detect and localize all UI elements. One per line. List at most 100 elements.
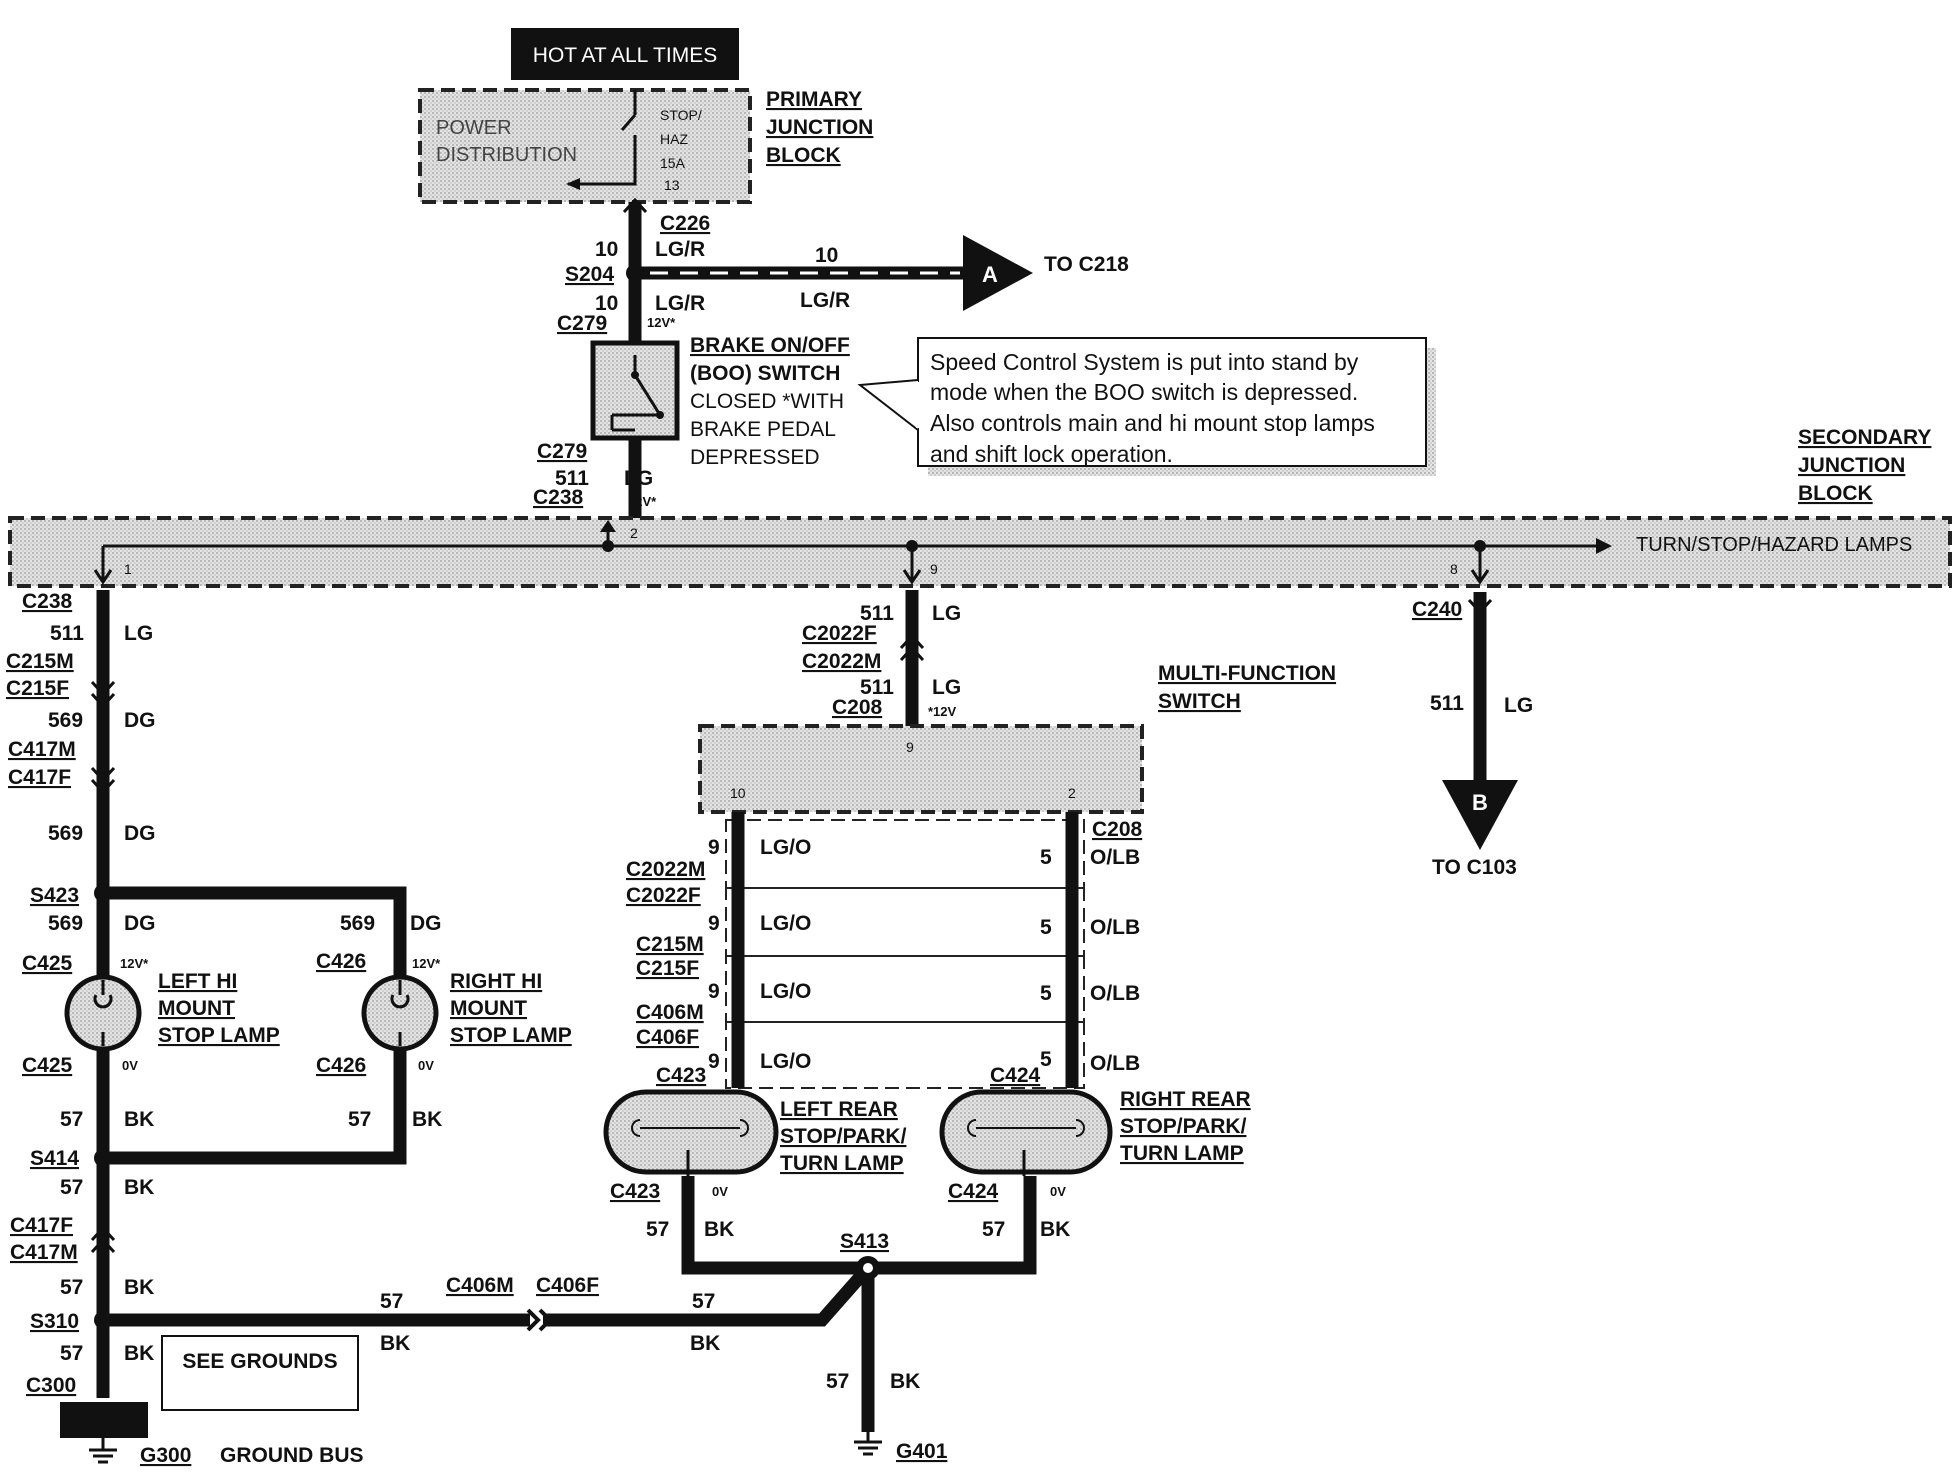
c426-voltage: 12V* [412,956,441,971]
rl-right-color-3: O/LB [1090,982,1140,1005]
left-branch: C238 511 LG C215M C215F 569 DG C417M C41… [6,590,572,1467]
connector-a-label: A [982,262,998,287]
to-c218-label: TO C218 [1044,253,1129,276]
right-hi-mount-label-2: MOUNT [450,997,527,1020]
boo-voltage: 12V* [628,494,657,509]
c417m-bottom-label: C417M [10,1241,78,1264]
left-color-bk-a: BK [124,1108,154,1131]
hot-at-all-times-label: HOT AT ALL TIMES [533,44,717,67]
left-rear-lamp [603,1089,779,1176]
rl-right-color-1: O/LB [1090,846,1140,869]
rl-circuit-57-r: 57 [982,1218,1005,1241]
multi-function-switch-box [698,724,1144,814]
c238-top-label: C238 [533,486,584,509]
c425-voltage: 12V* [120,956,149,971]
boo-switch: BRAKE ON/OFF (BOO) SWITCH CLOSED *WITH B… [533,334,850,540]
left-rear-label-3: TURN LAMP [780,1152,904,1175]
s423-label: S423 [30,884,79,907]
rl-left-conn-bottom-1: C2022F [626,884,701,907]
left-circuit-569-c: 569 [48,912,83,935]
s310-label: S310 [30,1310,79,1333]
s413-label: S413 [840,1230,889,1253]
left-circuit-569-a: 569 [48,709,83,732]
rl-left-circuit-1: 9 [708,836,720,859]
left-rear-label-1: LEFT REAR [780,1098,898,1121]
left-hi-mount-label-1: LEFT HI [158,970,237,993]
left-hi-mount-lamp [64,974,142,1052]
primary-jb-title-3: BLOCK [766,144,841,167]
callout-line-1: Speed Control System is put into stand b… [930,349,1359,375]
rl-left-conn-top-3: C406M [636,1001,704,1024]
mid-color-lg-b: LG [932,676,961,699]
right-hi-mount-label-1: RIGHT HI [450,970,542,993]
rl-right-circuit-3: 5 [1040,982,1052,1005]
c226-color: LG/R [655,238,705,261]
c424-top-label: C424 [990,1064,1041,1087]
mfs-label-2: SWITCH [1158,690,1241,713]
left-color-bk-e: BK [124,1342,154,1365]
c406m-link-label: C406M [446,1274,514,1297]
rl-right-circuit-4: 5 [1040,1048,1052,1071]
gl-color-bk-b: BK [690,1332,720,1355]
g300-ground-icon [89,1438,117,1464]
s204-label: S204 [565,263,614,286]
sjb-pin-2: 2 [630,525,638,541]
callout-line-4: and shift lock operation. [930,441,1173,467]
left-circuit-57-c: 57 [60,1176,83,1199]
hot-at-all-times-header: HOT AT ALL TIMES [511,28,739,80]
power-distribution-line-2: DISTRIBUTION [436,144,577,166]
boo-label-2: (BOO) SWITCH [690,362,840,385]
c424-bottom-voltage: 0V [1050,1184,1066,1199]
primary-jb-title-2: JUNCTION [766,116,873,139]
left-rear-label-2: STOP/PARK/ [780,1125,907,1148]
c2022f-top-label: C2022F [802,622,877,645]
c279-color: LG/R [655,292,705,315]
rl-right-circuit-1: 5 [1040,846,1052,869]
fuse-line-4: 13 [664,177,680,193]
boo-circuit: 511 [555,467,589,490]
power-distribution-line-1: POWER [436,117,512,139]
c423-bottom-label: C423 [610,1180,660,1203]
sjb-pin-1: 1 [124,561,132,577]
rl-color-bk-r: BK [1040,1218,1070,1241]
c417f-left-label: C417F [8,766,71,789]
turn-stop-hazard-label: TURN/STOP/HAZARD LAMPS [1636,534,1912,556]
rl-left-color-2: LG/O [760,912,811,935]
c423-bottom-voltage: 0V [712,1184,728,1199]
mid-circuit-511-a: 511 [860,602,894,625]
left-color-bk-b: BK [412,1108,442,1131]
mid-color-lg-a: LG [932,602,961,625]
rl-left-conn-bottom-3: C406F [636,1026,699,1049]
gl-color-bk-a: BK [380,1332,410,1355]
c279-bottom-label: C279 [537,440,587,463]
c215m-left-label: C215M [6,650,74,673]
c2022m-top-label: C2022M [802,650,881,673]
left-color-bk-d: BK [124,1276,154,1299]
c426-bottom-voltage: 0V [418,1058,434,1073]
mfs-pin-9: 9 [906,739,914,755]
boo-desc-3: DEPRESSED [690,446,820,469]
s414-label: S414 [30,1147,79,1170]
gl-circuit-57-c: 57 [826,1370,849,1393]
c425-top-label: C425 [22,952,73,975]
rl-left-color-4: LG/O [760,1050,811,1073]
c279-circuit: 10 [595,292,618,315]
sjb-pin-8: 8 [1450,561,1458,577]
rear-lamp-feeds: 9 LG/O C2022M C2022F 9 LG/O C215M C215F … [603,812,1251,1280]
c279-label: C279 [557,312,607,335]
rl-left-color-1: LG/O [760,836,811,859]
mfs-label-1: MULTI-FUNCTION [1158,662,1336,685]
c279-voltage: 12V* [647,315,676,330]
left-color-dg-a: DG [124,709,156,732]
left-color-dg-d: DG [410,912,442,935]
speed-control-callout: Speed Control System is put into stand b… [857,337,1436,476]
middle-branch: 511 LG C2022F C2022M 511 LG C208 *12V MU… [698,590,1336,841]
c300-label: C300 [26,1374,76,1397]
boo-desc-1: CLOSED *WITH [690,390,844,413]
c215f-left-label: C215F [6,677,69,700]
rl-left-conn-top-2: C215M [636,933,704,956]
c208-right-label: C208 [1092,818,1143,841]
c425-bottom-label: C425 [22,1054,73,1077]
right-rear-label-2: STOP/PARK/ [1120,1115,1247,1138]
